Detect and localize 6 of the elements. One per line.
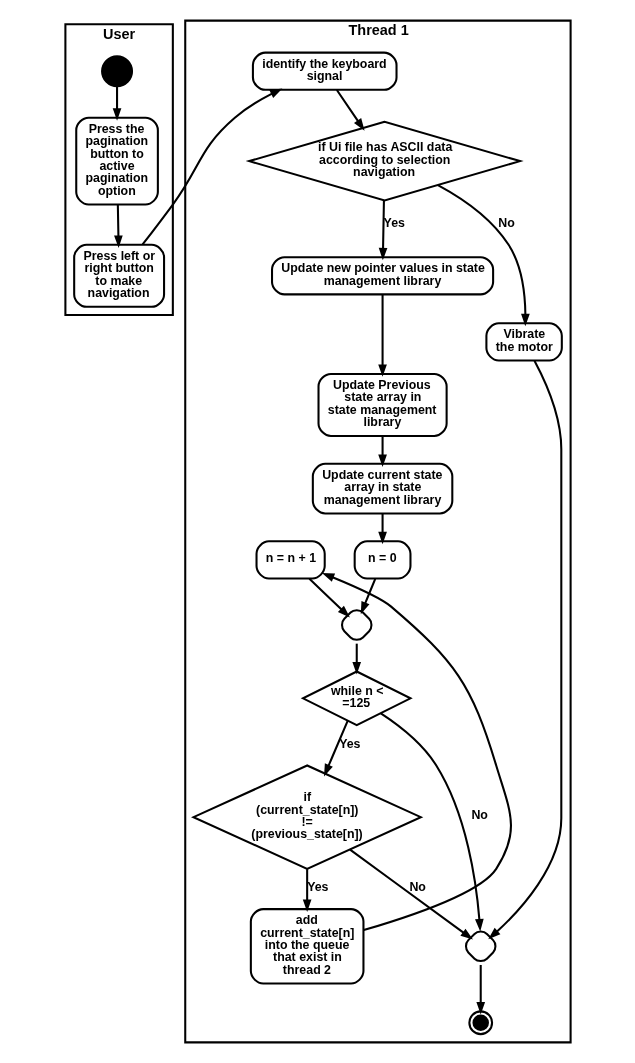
edge-label: Yes [306, 880, 328, 895]
edge-label: No [408, 880, 426, 895]
edge-label: No [497, 215, 515, 230]
edge-label: Yes [383, 215, 405, 230]
edge-label: Yes [338, 736, 361, 751]
edge-label: No [470, 808, 488, 823]
